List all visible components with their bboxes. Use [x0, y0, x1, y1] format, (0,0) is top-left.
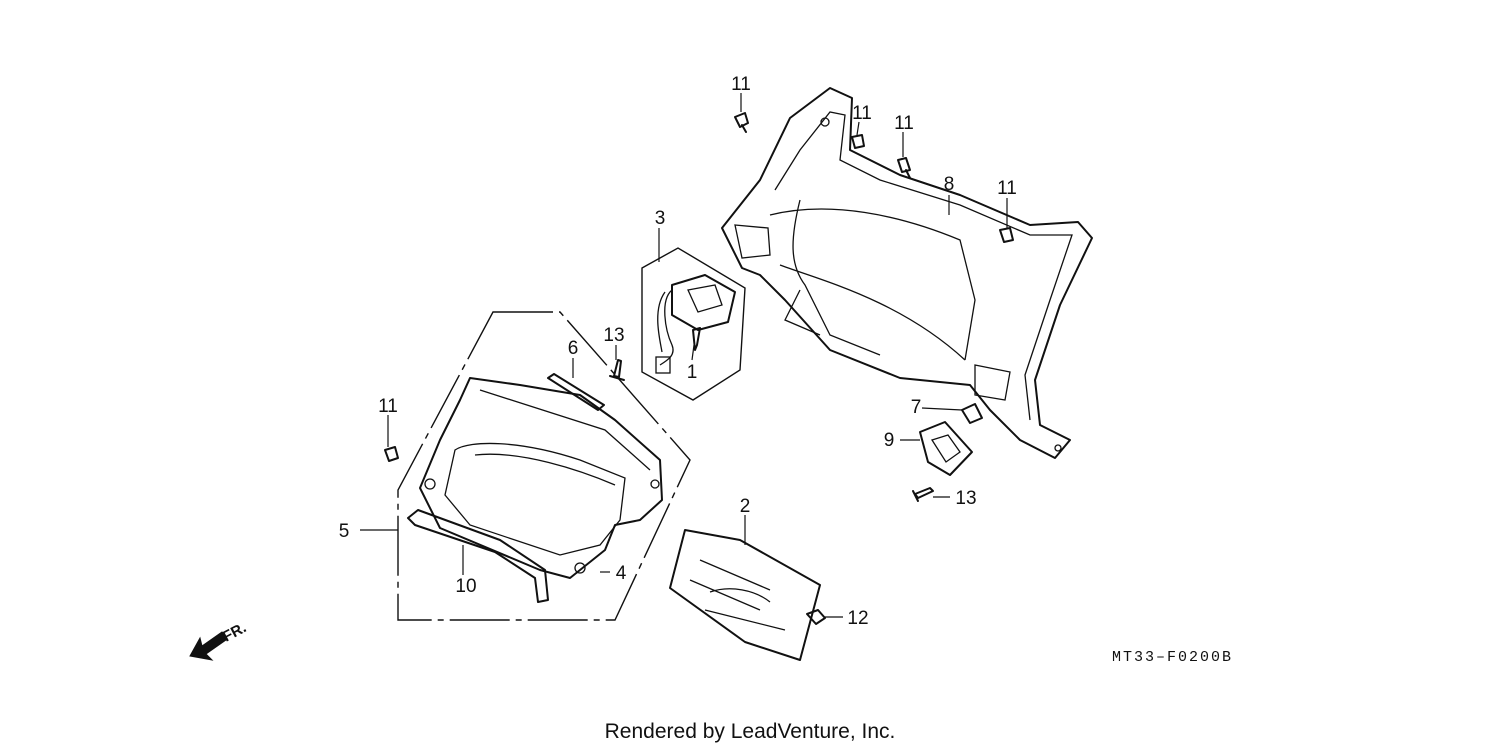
part-6-strip[interactable]: [547, 373, 605, 411]
part-10-trim-strip[interactable]: [407, 509, 549, 603]
part-3-harness-assembly[interactable]: [641, 247, 746, 401]
front-direction-indicator: FR.: [189, 619, 249, 661]
callout-12: 12: [847, 608, 868, 629]
callout-8: 8: [944, 174, 955, 195]
front-arrow-icon: [189, 631, 227, 661]
callout-9: 9: [884, 430, 895, 451]
part-2-panel[interactable]: [669, 529, 821, 661]
part-11-bolts[interactable]: [384, 112, 1014, 462]
callout-4: 4: [616, 563, 627, 584]
part-13-screws[interactable]: [609, 359, 934, 502]
callout-13-a: 13: [603, 325, 624, 346]
callout-11-d: 11: [997, 178, 1017, 199]
diagram-code: MT33–F0200B: [1112, 649, 1233, 666]
callout-13-b: 13: [955, 488, 976, 509]
callout-11-e: 11: [378, 396, 398, 417]
part-8-rear-cover[interactable]: [721, 87, 1093, 459]
callout-11-a: 11: [731, 74, 751, 95]
part-9-bracket[interactable]: [919, 421, 973, 476]
callout-2: 2: [740, 496, 751, 517]
part-12-nut[interactable]: [806, 609, 826, 625]
part-4-meter-visor[interactable]: [419, 377, 663, 579]
callout-labels: 11 11 11 8 11 3 13 6 1 11 7 9 13 2 5 4 1…: [339, 74, 1017, 629]
part-1-screw[interactable]: [692, 327, 701, 351]
leader-lines: [360, 93, 1008, 618]
callout-11-c: 11: [894, 113, 914, 134]
callout-6: 6: [568, 338, 579, 359]
render-credit: Rendered by LeadVenture, Inc.: [605, 720, 896, 743]
part-5-assembly-outline: [397, 311, 691, 621]
callout-11-b: 11: [852, 103, 872, 124]
part-7-clip[interactable]: [961, 403, 983, 424]
callout-3: 3: [655, 208, 666, 229]
callout-5: 5: [339, 521, 350, 542]
callout-1: 1: [687, 362, 698, 383]
callout-7: 7: [911, 397, 922, 418]
callout-10: 10: [455, 576, 476, 597]
